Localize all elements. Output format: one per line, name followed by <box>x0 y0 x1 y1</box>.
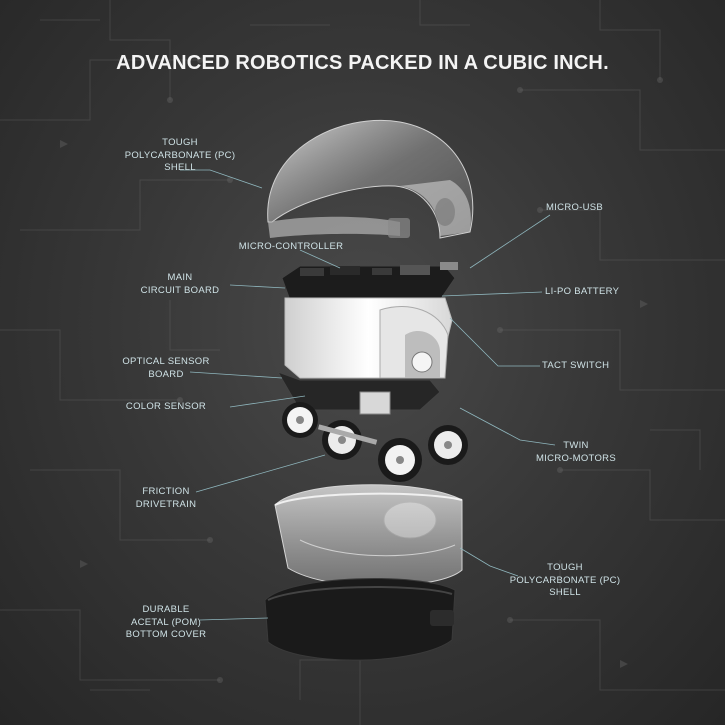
label-lipo-battery-line-1: LI-PO BATTERY <box>545 286 620 297</box>
leader-optical-sensor <box>189 371 283 379</box>
label-tact-switch-line-1: TACT SWITCH <box>542 360 610 371</box>
label-twin-motors-line-2: MICRO-MOTORS <box>536 452 616 464</box>
label-micro-controller: MICRO-CONTROLLER <box>236 241 346 254</box>
label-micro-usb-line-1: MICRO-USB <box>546 202 604 213</box>
label-bottom-cover: DURABLE ACETAL (POM) BOTTOM COVER <box>106 604 226 642</box>
leader-bottom-cover <box>199 617 269 621</box>
label-color-sensor: COLOR SENSOR <box>116 401 216 414</box>
label-twin-motors-line-1: TWIN <box>563 440 589 451</box>
leader-lipo-battery <box>441 291 543 297</box>
label-micro-usb: MICRO-USB <box>546 202 603 215</box>
leader-drivetrain <box>195 454 326 493</box>
label-drivetrain-line-1: FRICTION <box>142 486 190 497</box>
page-title: ADVANCED ROBOTICS PACKED IN A CUBIC INCH… <box>116 52 609 74</box>
label-top-shell-line-1: TOUGH <box>162 137 198 148</box>
label-optical-sensor-line-2: BOARD <box>148 368 184 380</box>
leader-micro-usb <box>469 214 551 269</box>
label-twin-motors: TWIN MICRO-MOTORS <box>526 440 626 465</box>
label-bottom-shell: TOUGH POLYCARBONATE (PC) SHELL <box>495 562 635 600</box>
sensor-board-part <box>276 371 441 415</box>
top-shell-part <box>267 120 474 239</box>
bottom-cover-part <box>264 578 456 661</box>
leader-top-shell <box>180 169 263 189</box>
battery-body-part <box>284 297 453 379</box>
leader-micro-controller <box>299 249 341 269</box>
leader-tact-switch <box>449 317 540 367</box>
wheels-part <box>282 402 468 482</box>
leader-main-board <box>229 284 286 289</box>
label-tact-switch: TACT SWITCH <box>542 360 609 373</box>
label-bottom-shell-line-2: POLYCARBONATE (PC) <box>509 574 621 586</box>
label-drivetrain-line-2: DRIVETRAIN <box>135 498 197 510</box>
label-main-board-line-2: CIRCUIT BOARD <box>140 284 220 296</box>
label-main-board-line-1: MAIN <box>167 272 193 283</box>
label-top-shell-line-2: POLYCARBONATE (PC) <box>124 149 236 161</box>
label-bottom-shell-line-3: SHELL <box>549 587 581 598</box>
circuit-board-part <box>281 262 458 301</box>
label-color-sensor-line-1: COLOR SENSOR <box>125 401 207 412</box>
label-bottom-shell-line-1: TOUGH <box>547 562 583 573</box>
label-lipo-battery: LI-PO BATTERY <box>545 286 619 299</box>
leader-bottom-shell <box>459 547 519 577</box>
label-drivetrain: FRICTION DRIVETRAIN <box>116 486 216 511</box>
leader-twin-motors <box>459 407 556 446</box>
label-bottom-cover-line-3: BOTTOM COVER <box>125 629 207 640</box>
label-optical-sensor-line-1: OPTICAL SENSOR <box>122 356 210 367</box>
bottom-shell-part <box>274 484 463 587</box>
leader-color-sensor <box>229 395 306 408</box>
label-micro-controller-line-1: MICRO-CONTROLLER <box>238 241 344 252</box>
label-bottom-cover-line-1: DURABLE <box>142 604 190 615</box>
label-bottom-cover-line-2: ACETAL (POM) <box>130 616 202 628</box>
label-top-shell: TOUGH POLYCARBONATE (PC) SHELL <box>110 137 250 175</box>
label-top-shell-line-3: SHELL <box>164 162 196 173</box>
label-main-board: MAIN CIRCUIT BOARD <box>130 272 230 297</box>
label-optical-sensor: OPTICAL SENSOR BOARD <box>116 356 216 381</box>
